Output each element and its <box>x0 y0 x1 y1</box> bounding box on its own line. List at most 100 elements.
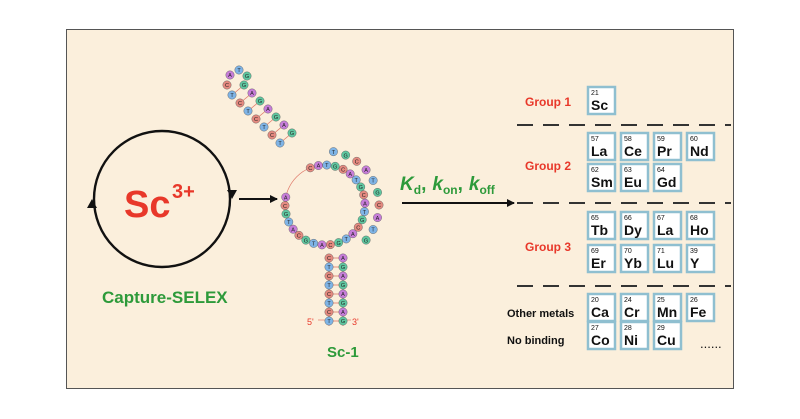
nucleotide: T <box>351 175 361 185</box>
nucleotide-letter: C <box>356 225 360 231</box>
element-tile-border <box>685 210 716 241</box>
element-symbol: Yb <box>624 255 642 271</box>
element-tile-border <box>685 243 716 274</box>
nucleotide-dot <box>251 114 261 124</box>
nucleotide-dot <box>338 307 348 317</box>
nucleotide-dot <box>324 298 334 308</box>
nucleotide-letter: A <box>284 195 288 201</box>
nucleotide: C <box>324 253 334 263</box>
kinetics-sep-2: , <box>458 174 463 195</box>
nucleotide-dot <box>324 262 334 272</box>
nucleotide: G <box>330 161 340 171</box>
element-number: 63 <box>624 167 632 174</box>
element-tile-border <box>619 131 650 162</box>
nucleotide-letter: T <box>371 179 375 185</box>
nucleotide-letter: C <box>327 310 331 316</box>
nucleotide: C <box>235 98 245 108</box>
nucleotide: T <box>324 298 334 308</box>
nucleotide-dot <box>275 138 285 148</box>
nucleotide-letter: A <box>317 164 321 170</box>
element-number: 60 <box>690 136 698 143</box>
nucleotide-letter: G <box>242 83 246 89</box>
group-3-label: Group 3 <box>525 240 571 254</box>
element-tiles: 21Sc57La58Ce59Pr60Nd62Sm63Eu64Gd65Tb66Dy… <box>586 85 716 351</box>
nucleotide-dot <box>271 112 281 122</box>
nucleotide-dot <box>267 130 277 140</box>
nucleotide-letter: C <box>254 117 258 123</box>
nucleotide-letter: T <box>312 242 316 248</box>
nucleotide-dot <box>324 316 334 326</box>
nucleotide-dot <box>309 238 319 248</box>
nucleotide: A <box>314 161 323 170</box>
nucleotide-dot <box>247 88 257 98</box>
element-tile-border <box>652 210 683 241</box>
nucleotide-letter: C <box>283 204 287 210</box>
nucleotide-letter: C <box>328 243 332 249</box>
nucleotide-dot <box>225 70 235 80</box>
nucleotide-letter: G <box>290 131 294 137</box>
kd-symbol: K <box>400 174 415 195</box>
element-number: 67 <box>657 215 665 222</box>
nucleotide-letter: A <box>282 123 286 129</box>
element-symbol: Cu <box>657 332 676 348</box>
nucleotide-dot <box>281 192 291 202</box>
nucleotide-letter: C <box>355 160 359 166</box>
nucleotide-dot <box>239 80 249 90</box>
nucleotide-dot <box>243 106 253 116</box>
element-tile-border <box>685 131 716 162</box>
nucleotide-letter: G <box>336 241 340 247</box>
nucleotide-dot <box>338 164 348 174</box>
nucleotide-dot <box>352 156 362 166</box>
nucleotide-letter: C <box>327 292 331 298</box>
nucleotide-dot <box>235 98 245 108</box>
nucleotide-letter: T <box>246 109 250 115</box>
nucleotide: T <box>243 106 253 116</box>
sc-ion-charge: 3+ <box>172 181 195 203</box>
element-symbol: Gd <box>657 174 676 190</box>
nucleotide: C <box>324 271 334 281</box>
nucleotide: C <box>251 114 261 124</box>
element-symbol: Sc <box>591 97 608 113</box>
nucleotide-letter: G <box>284 212 288 218</box>
element-symbol: Ce <box>624 143 642 159</box>
element-tile-border <box>652 320 683 351</box>
nucleotide: G <box>361 235 371 245</box>
nucleotide-dot <box>288 224 298 234</box>
nucleotide-letter: T <box>327 265 331 271</box>
element-number: 28 <box>624 325 632 332</box>
nucleotide-letter: T <box>345 237 349 243</box>
nucleotide: T <box>360 207 369 217</box>
element-tile-border <box>619 243 650 274</box>
nucleotide: A <box>247 88 257 98</box>
nucleotide-dot <box>324 289 334 299</box>
nucleotide: C <box>353 222 363 232</box>
nucleotide-letter: A <box>320 243 324 249</box>
nucleotide-dot <box>259 122 269 132</box>
nucleotide-dot <box>361 235 371 245</box>
nucleotide-letter: C <box>327 274 331 280</box>
sc-ion-symbol: Sc <box>124 184 170 226</box>
nucleotide: T <box>324 262 334 272</box>
nucleotide-letter: A <box>341 256 345 262</box>
nucleotide-letter: C <box>238 101 242 107</box>
nucleotide: A <box>360 198 370 208</box>
nucleotide: A <box>373 213 382 223</box>
three-prime-end: 3' <box>352 317 359 327</box>
nucleotide-letter: G <box>304 238 308 244</box>
nucleotide-letter: T <box>230 93 234 99</box>
nucleotide-letter: G <box>341 283 345 289</box>
element-tile-border <box>652 162 683 193</box>
nucleotide: C <box>324 289 334 299</box>
element-number: 71 <box>657 248 665 255</box>
element-symbol: Ca <box>591 304 609 320</box>
nucleotide: T <box>368 176 378 185</box>
nucleotide: C <box>325 240 335 250</box>
nucleotide-letter: C <box>297 234 301 240</box>
